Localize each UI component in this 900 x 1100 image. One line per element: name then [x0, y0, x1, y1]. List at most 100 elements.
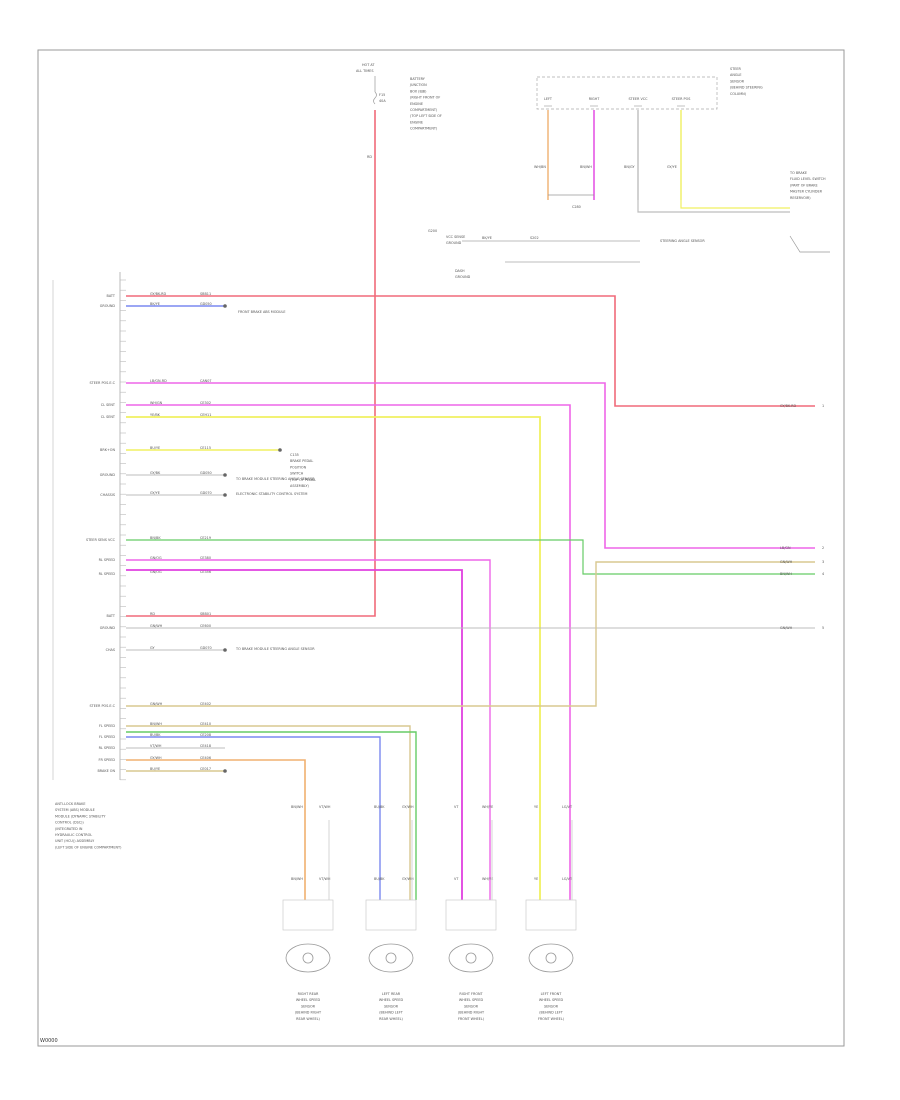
module-wire-color: GN/OG — [150, 556, 162, 560]
connector-icon — [525, 899, 577, 931]
wheel-wire-label: VT/WH — [319, 877, 331, 881]
wheel-sensor-name: SENSOR — [301, 1004, 316, 1008]
wheel-wire-label: LG/VT — [562, 805, 573, 809]
module-wire-color: BN/WH — [150, 722, 162, 726]
brake-switch-note: BRAKE PEDAL — [290, 459, 313, 463]
wire-fuse-feed — [126, 110, 376, 617]
splice-dot — [223, 304, 227, 308]
fuse-hot-label: HOT AT — [362, 63, 375, 67]
sensor-wire-label: BN/WH — [580, 165, 592, 169]
module-wire-color: YE/BK — [150, 413, 161, 417]
wheel-sensor-name: WHEEL SPEED — [379, 998, 404, 1002]
sensor-wire-label: WH/BN — [534, 165, 546, 169]
module-caption-line: ANTI-LOCK BRAKE — [55, 802, 86, 806]
figure-id: W0000 — [40, 1038, 58, 1044]
module-note: TO BRAKE MODULE STEERING ANGLE SENSOR — [235, 647, 315, 651]
wire-steer-pos — [126, 382, 815, 549]
fuse-block: HOT AT ALL TIMES F15 40A BATTERYJUNCTION… — [356, 63, 442, 159]
module-pin-label: BRK+ON — [100, 448, 115, 452]
right-output-label: BN/WH — [780, 572, 792, 576]
module-wire-color: GY/WH — [150, 756, 162, 760]
splice-dot — [223, 769, 227, 773]
sensor-desc-line: STEER — [730, 67, 742, 71]
frame-border — [37, 49, 845, 1047]
module-pin-label: STEER SENS VCC — [86, 538, 116, 542]
wheel-sensor-name: FRONT WHEEL) — [458, 1017, 485, 1021]
module-circuit-id: CE208 — [200, 733, 211, 737]
wire-fr-speed — [126, 759, 306, 900]
fuse-name: F15 — [379, 93, 385, 97]
wheel-sensor-name: (BEHIND RIGHT — [295, 1011, 322, 1015]
module-caption-line: CONTROL (DSC)) — [55, 821, 84, 825]
sensor-desc-line: ANGLE — [730, 73, 742, 77]
wheel-sensor-core — [545, 952, 557, 964]
module-pin-label: GROUND — [100, 626, 116, 630]
wheel-wire-label: YE — [534, 877, 538, 881]
wheel-wire-label: BU/BK — [374, 805, 385, 809]
wheel-wire-label: VT/WH — [319, 805, 331, 809]
sensor-pin-label: LEFT — [544, 97, 553, 101]
fuse-desc-line: JUNCTION — [409, 83, 427, 87]
fuse-amp: 40A — [379, 99, 386, 103]
wheel-sensor-name: SENSOR — [464, 1004, 479, 1008]
wheel-sensor-name: FRONT WHEEL) — [538, 1017, 565, 1021]
sensor-yellow-out — [680, 200, 790, 209]
right-output-label: GN/WH — [780, 626, 793, 630]
brake-fluid-note-line: MASTER CYLINDER — [790, 190, 823, 194]
fuse-desc-line: COMPARTMENT) — [410, 127, 438, 131]
wheel-sensor-name: RIGHT REAR — [298, 992, 319, 996]
module-wire-color: RD — [150, 612, 155, 616]
wheel-sensor-name: (BEHIND RIGHT — [458, 1011, 485, 1015]
ground-label: VCC SENSE — [446, 235, 465, 239]
brake-switch-note: (TOP OF PEDAL — [290, 478, 316, 482]
module-pin-label: CHASSIS — [100, 493, 115, 497]
fuse-desc-line: BATTERY — [410, 77, 426, 81]
module-circuit-id: CE302 — [200, 401, 211, 405]
module-pin-label: FL SPEED — [99, 735, 115, 739]
wheel-wire-label: VT — [454, 877, 459, 881]
wheel-sensor-name: WHEEL SPEED — [459, 998, 484, 1002]
module-circuit-id: GD050 — [200, 471, 212, 475]
module-pin-label: BATT — [107, 294, 116, 298]
wheel-sensor-name: (BEHIND LEFT — [539, 1011, 563, 1015]
fuse-desc-line: (RIGHT FRONT OF — [410, 96, 440, 100]
wheel-wire-label: BN/WH — [291, 877, 303, 881]
module-circuit-id: CE380 — [200, 556, 211, 560]
brake-switch-note: POSITION — [290, 465, 307, 469]
sensor-gray-out — [637, 200, 790, 213]
splice-label: S202 — [530, 236, 539, 240]
wheel-sensor-name: SENSOR — [384, 1004, 399, 1008]
module-pin-label: RL SPEED — [99, 572, 116, 576]
wheel-sensor-name: RIGHT FRONT — [459, 992, 483, 996]
right-output-number: 3 — [822, 560, 824, 564]
wheel-sensor-icon — [448, 943, 494, 973]
module-wire-color: WH/GN — [150, 401, 163, 405]
sensor-pin-label: STEER POS — [672, 97, 691, 101]
brake-switch-note: C135 — [290, 453, 299, 457]
module-pin-label: GROUND — [100, 304, 116, 308]
sensor-wire-label: BN/GY — [624, 165, 635, 169]
module-circuit-id: CE115 — [200, 446, 211, 450]
fuse-desc-line: ENGINE — [410, 120, 423, 124]
sensor-desc-line: (BEHIND STEERING — [730, 86, 763, 90]
module-caption-line: HYDRAULIC CONTROL — [55, 833, 92, 837]
module-caption-line: (INTEGRATED IN — [55, 827, 83, 831]
module-pin-label: CHAS — [106, 648, 115, 652]
module-pin-label: RL SPEED — [99, 558, 116, 562]
module-note: FRONT BRAKE ABS MODULE — [238, 310, 286, 314]
module-wire-color: GY — [150, 646, 155, 650]
module-wire-color: GY/BK — [150, 471, 161, 475]
module-wire-color: BU/YE — [150, 767, 160, 771]
connector-icon — [365, 899, 417, 931]
module-pin-label: GROUND — [100, 473, 116, 477]
brake-fluid-note-line: RESERVOIR) — [790, 196, 811, 200]
